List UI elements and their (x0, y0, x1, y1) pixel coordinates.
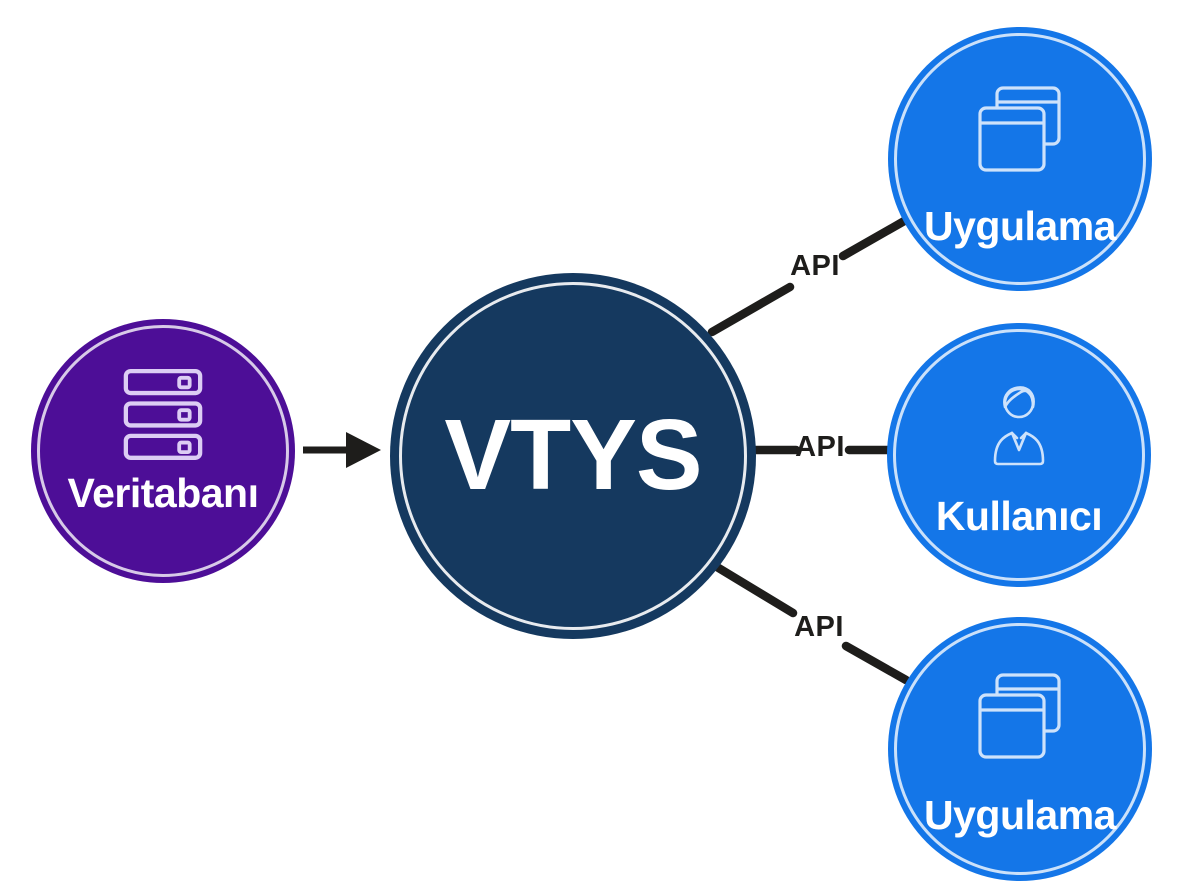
edge-api-top (707, 215, 911, 337)
node-label-veritabani: Veritabanı (67, 470, 259, 516)
node-label-uygulama-bottom: Uygulama (924, 792, 1116, 838)
node-uygulama-bottom: Uygulama (888, 617, 1152, 881)
arrow-veritabani-to-vtys (303, 432, 381, 468)
edge-label-api-bottom: API (794, 611, 844, 643)
node-label-kullanici: Kullanıcı (935, 493, 1103, 539)
node-label-vtys: VTYS (444, 399, 702, 511)
edge-label-api-middle: API (795, 431, 845, 463)
node-kullanici: Kullanıcı (887, 323, 1151, 587)
app-windows-icon (978, 673, 1061, 759)
user-person-icon (993, 386, 1045, 466)
edge-label-api-top: API (790, 250, 840, 282)
node-uygulama-top: Uygulama (888, 27, 1152, 291)
node-veritabani: Veritabanı (31, 319, 295, 583)
app-windows-icon (978, 86, 1061, 172)
database-server-icon (123, 369, 203, 460)
edge-api-bottom (707, 559, 911, 685)
node-label-uygulama-top: Uygulama (924, 203, 1116, 249)
node-vtys: VTYS (390, 273, 756, 639)
